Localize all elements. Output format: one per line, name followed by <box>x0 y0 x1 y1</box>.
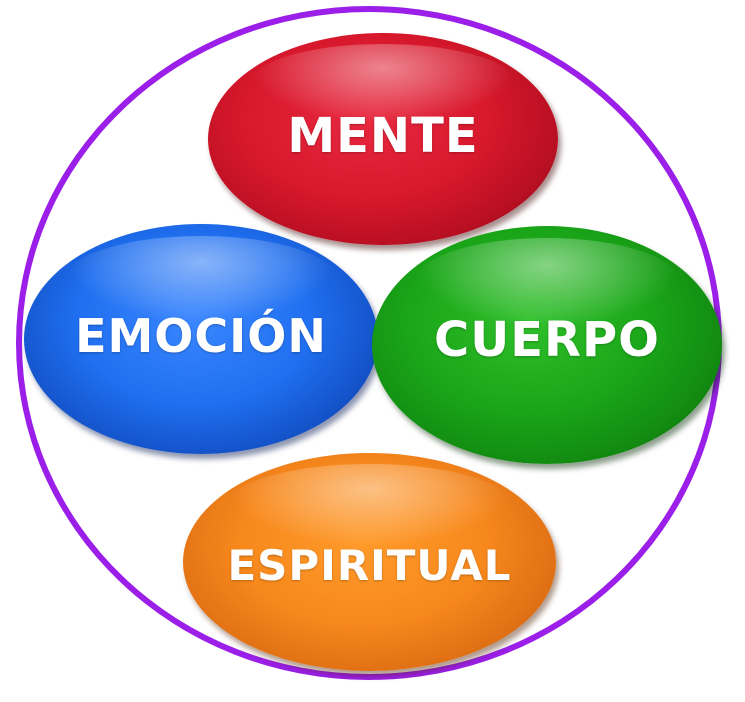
mente-oval: MENTE <box>208 33 558 245</box>
espiritual-gloss-highlight <box>227 463 512 547</box>
emocion-label: EMOCIÓN <box>75 309 327 363</box>
emocion-oval: EMOCIÓN <box>24 224 378 454</box>
cuerpo-label: CUERPO <box>434 312 660 368</box>
cuerpo-oval: CUERPO <box>372 226 722 464</box>
espiritual-oval: ESPIRITUAL <box>183 453 556 671</box>
mente-label: MENTE <box>287 108 479 164</box>
espiritual-label: ESPIRITUAL <box>227 540 512 590</box>
